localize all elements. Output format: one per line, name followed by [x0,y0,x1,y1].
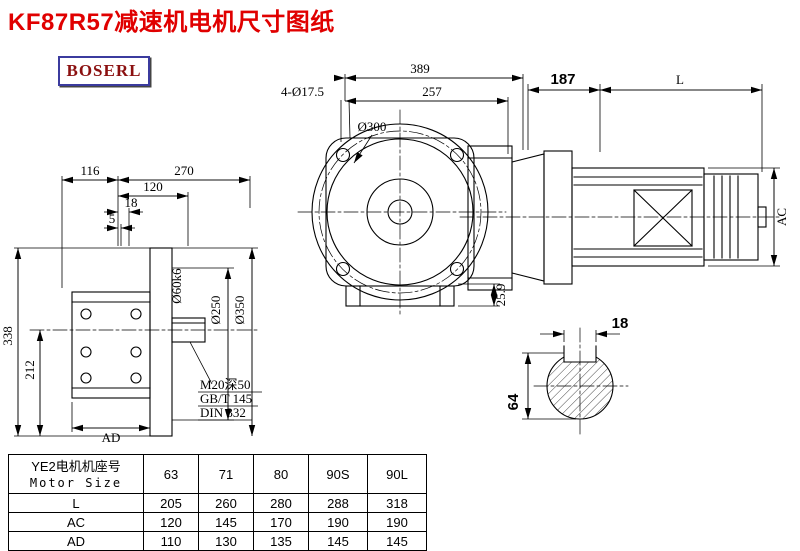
table-cell: 110 [143,531,199,551]
dim-389-label: 389 [410,61,430,76]
dim-338-label: 338 [0,326,15,346]
table-cell: 145 [308,531,368,551]
dim-flange-dia-label: Ø300 [358,119,387,134]
dim-120-label: 120 [143,179,163,194]
bolt-hole [449,261,465,277]
dim-257-label: 257 [422,84,442,99]
table-cell: 190 [308,512,368,532]
shaft-section-view [533,327,629,435]
dim-64-label: 64 [505,393,522,410]
dimensions-left-view: 116 270 120 18 5 338 212 AD Ø60k6 [0,163,262,445]
dim-shaft-dia-label: Ø60k6 [169,268,184,304]
motor-flange [543,150,573,285]
table-size-71: 71 [198,454,254,494]
table-row-AC: AC 120 145 170 190 190 [8,512,427,532]
dim-25-9-label: 25.9 [493,284,508,307]
table-cell: 260 [198,493,254,513]
table-size-80: 80 [253,454,309,494]
table-size-90S: 90S [308,454,368,494]
brand-logo: BOSERL [58,56,150,86]
table-row-AD: AD 110 130 135 145 145 [8,531,427,551]
table-cell: 288 [308,493,368,513]
table-size-90L: 90L [367,454,427,494]
table-cell: 318 [367,493,427,513]
dim-187-label: 187 [550,71,575,88]
dimensions-shaft-section: 18 64 [505,315,629,420]
dim-18-label: 18 [125,195,138,210]
row-label: AD [8,531,144,551]
dim-5-label: 5 [109,211,116,226]
table-cell: 205 [143,493,199,513]
bolt-hole [335,147,351,163]
note-gb-label: GB/T 145 [200,391,252,406]
table-size-63: 63 [143,454,199,494]
dim-pilot-dia-label: Ø250 [208,296,223,325]
motor-size-table: YE2电机机座号 Motor Size 63 71 80 90S 90L L 2… [8,454,427,551]
dim-flange-od-label: Ø350 [232,296,247,325]
technical-drawing: 389 257 4-Ø17.5 Ø300 187 L AC 25.9 [0,61,789,445]
table-cell: 280 [253,493,309,513]
motor-side-view [459,145,783,291]
bolt-hole [335,261,351,277]
table-cell: 135 [253,531,309,551]
dimension-ac: AC [708,167,789,267]
table-header-line2: Motor Size [29,475,123,490]
note-tap-label: M20深50 [200,377,251,392]
table-row-L: L 205 260 280 288 318 [8,493,427,513]
note-din-label: DIN 332 [200,405,246,420]
table-cell: 145 [198,512,254,532]
dim-270-label: 270 [174,163,194,178]
dim-AC-label: AC [774,208,789,226]
dimensions-top: 389 257 4-Ø17.5 Ø300 187 L [281,61,763,172]
dim-116-label: 116 [80,163,100,178]
dim-AD-label: AD [102,430,121,445]
dimension-25-9: 25.9 [458,283,508,307]
dim-L-label: L [676,72,684,87]
row-label: AC [8,512,144,532]
table-cell: 120 [143,512,199,532]
dim-key-18-label: 18 [612,315,629,332]
output-shaft [171,317,206,343]
table-header-motor-size: YE2电机机座号 Motor Size [8,454,144,494]
table-header-line1: YE2电机机座号 [31,458,121,474]
bolt-hole [449,147,465,163]
row-label: L [8,493,144,513]
table-cell: 130 [198,531,254,551]
dim-212-label: 212 [22,360,37,380]
flange-front-view [297,109,507,317]
table-cell: 145 [367,531,427,551]
table-header-row: YE2电机机座号 Motor Size 63 71 80 90S 90L [8,454,427,494]
dim-bolt-holes-label: 4-Ø17.5 [281,84,324,99]
table-cell: 190 [367,512,427,532]
terminal-box [633,189,693,247]
page-title: KF87R57减速机电机尺寸图纸 [8,9,335,36]
table-cell: 170 [253,512,309,532]
